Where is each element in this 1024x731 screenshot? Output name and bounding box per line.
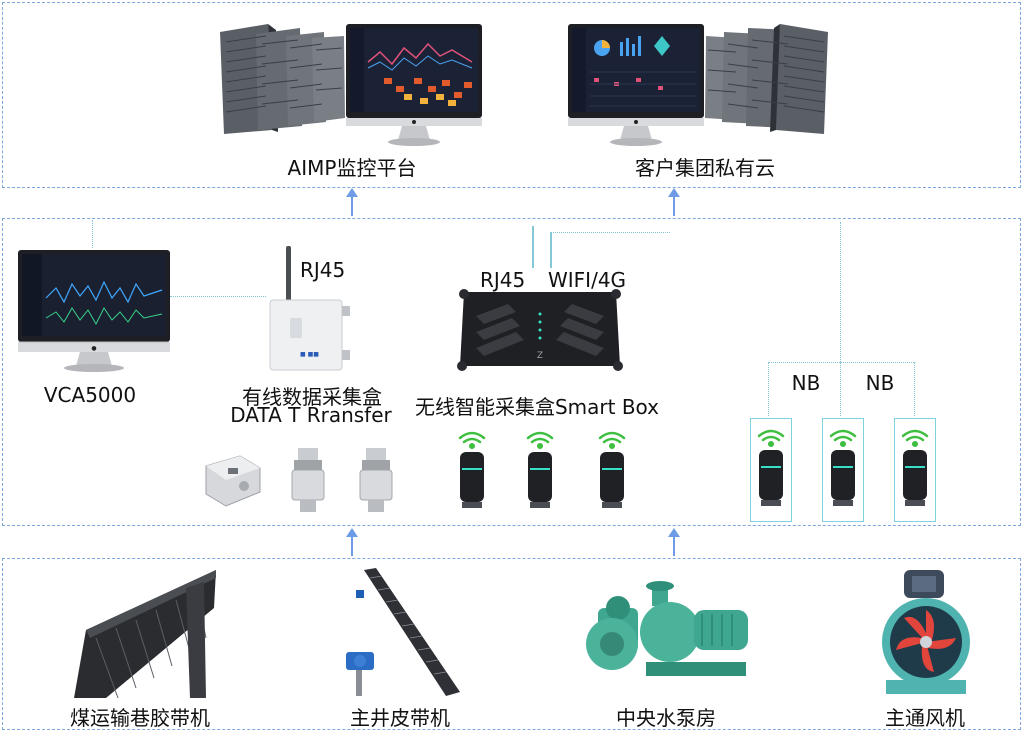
smart-box-label: 无线智能采集盒Smart Box [414, 395, 660, 419]
nb-uplink-line [840, 222, 841, 362]
monitor-icon [568, 24, 704, 146]
ventilator-image [878, 568, 974, 698]
wired-box-en-label: DATA T Rransfer [230, 403, 392, 427]
axial-fan-icon [882, 570, 970, 694]
vca5000-monitor: ● [16, 248, 172, 378]
wireless-sensor-1 [450, 428, 494, 514]
nb-sensor-2 [821, 426, 865, 512]
wifi-icon [526, 431, 554, 450]
wireless-sensor-icon [460, 452, 484, 508]
nb-label-1: NB [791, 371, 821, 395]
smart-box-uplink-join [550, 232, 670, 233]
water-pump-icon [586, 581, 748, 676]
arrow-up-left-top [346, 188, 358, 216]
nb-sensor-3 [893, 426, 937, 512]
collector-box-icon: ■ ■■ [269, 246, 350, 371]
wifi-icon [458, 431, 486, 450]
main-shaft-belt-image [342, 566, 462, 702]
central-pump-house-label: 中央水泵房 [616, 706, 716, 730]
aimp-platform-label: AIMP监控平台 [287, 156, 417, 180]
wireless-sensor-3 [590, 428, 634, 514]
monitor-icon [346, 24, 482, 146]
coal-conveyor-label: 煤运输巷胶带机 [70, 706, 210, 730]
svg-text:Z: Z [537, 351, 543, 361]
private-cloud-label: 客户集团私有云 [635, 156, 775, 180]
wired-data-box: ■ ■■ [262, 246, 354, 376]
arrow-up-right-bottom [668, 528, 680, 556]
main-ventilator-label: 主通风机 [885, 706, 965, 730]
wired-sensor-block [200, 452, 264, 512]
nb-branch-middle [840, 362, 841, 416]
accelerometer-icon [291, 448, 325, 512]
arrow-up-left-bottom [346, 528, 358, 556]
nb-sensor-2-frame [822, 418, 864, 522]
nb-sensor-1-frame [750, 418, 792, 522]
rj45-wireless-label: RJ45 [480, 268, 526, 292]
smart-box-uplink-a [532, 226, 534, 268]
wifi-icon [598, 431, 626, 450]
vca-connector-line [92, 220, 93, 248]
nb-sensor-icon [903, 450, 927, 506]
nb-branch-right [914, 362, 915, 416]
monitor-icon: ● [18, 250, 170, 372]
nb-sensor-3-frame [894, 418, 936, 522]
cloud-monitor [566, 22, 706, 152]
wired-sensor-accelerometer-2 [354, 446, 398, 516]
main-shaft-belt-label: 主井皮带机 [350, 706, 450, 730]
vca-to-wired-box-line [170, 296, 266, 297]
arrow-up-right-top [668, 188, 680, 216]
wireless-sensor-icon [528, 452, 552, 508]
nb-branch-line [768, 362, 914, 363]
wired-box-cn-label: 有线数据采集盒 [242, 385, 382, 409]
smart-box-device: Z [456, 286, 624, 374]
vibration-sensor-icon [205, 455, 261, 507]
belt-conveyor-icon [74, 570, 216, 699]
top-tier-frame [2, 2, 1021, 188]
smart-box-icon: Z [457, 289, 623, 371]
nb-branch-left [768, 362, 769, 416]
wifi-icon [757, 429, 785, 448]
wired-sensor-accelerometer-1 [286, 446, 330, 516]
vca5000-label: VCA5000 [43, 383, 137, 407]
server-tower-icon [705, 24, 828, 134]
wireless-sensor-icon [600, 452, 624, 508]
nb-sensor-icon [759, 450, 783, 506]
bottom-tier-frame [2, 558, 1021, 730]
nb-sensor-icon [831, 450, 855, 506]
belt-conveyor-icon [346, 568, 460, 696]
svg-text:●: ● [91, 345, 96, 352]
wireless-sensor-2 [518, 428, 562, 514]
svg-text:■ ■■: ■ ■■ [300, 351, 319, 358]
middle-tier-frame [2, 218, 1021, 526]
smart-box-uplink-b [550, 232, 552, 268]
nb-label-2: NB [865, 371, 895, 395]
wifi-icon [829, 429, 857, 448]
aimp-monitor [344, 22, 484, 152]
wifi-icon [901, 429, 929, 448]
accelerometer-icon [359, 448, 393, 512]
wifi-4g-label: WIFI/4G [548, 268, 627, 292]
pump-image [586, 580, 756, 690]
aimp-server-rack [216, 22, 346, 137]
server-tower-icon [220, 24, 345, 134]
rj45-wired-label: RJ45 [300, 258, 346, 282]
cloud-server-rack [704, 22, 834, 137]
coal-conveyor-image [66, 568, 216, 700]
nb-sensor-1 [749, 426, 793, 512]
